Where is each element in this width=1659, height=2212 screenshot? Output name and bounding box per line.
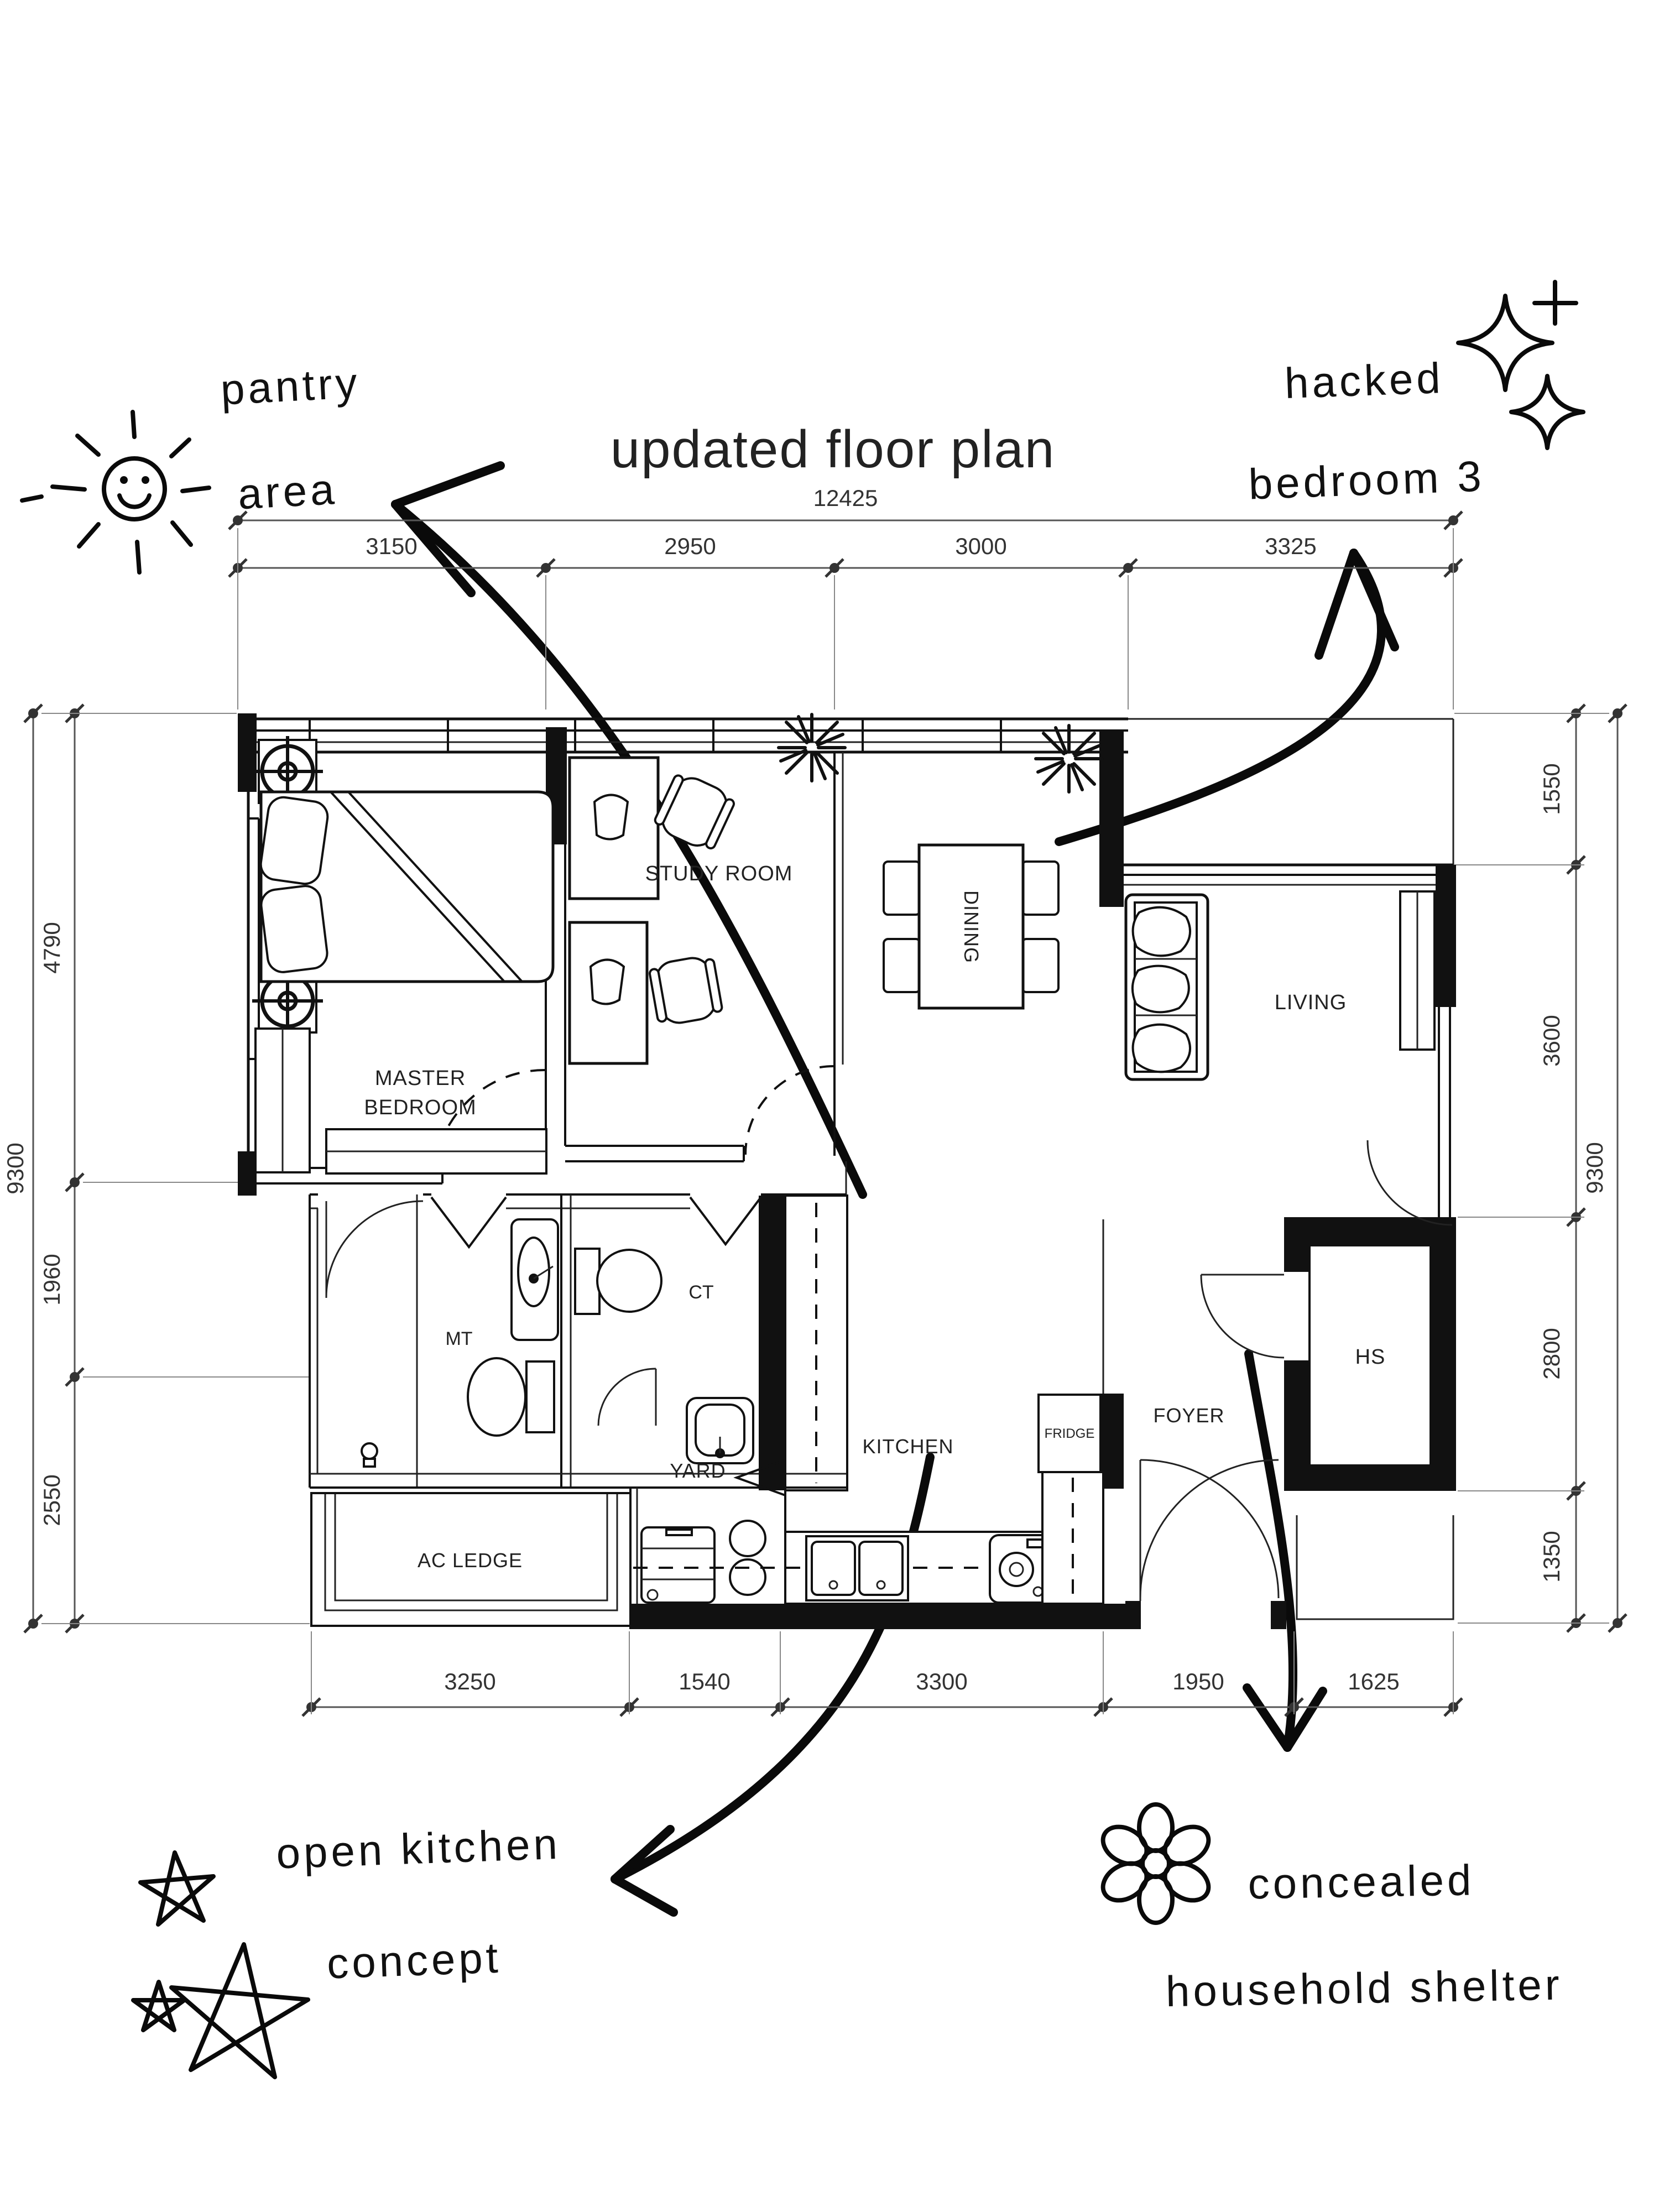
desk-chair (654, 774, 735, 849)
dim-top-2: 3000 (955, 533, 1006, 559)
dim-top-3: 3325 (1265, 533, 1316, 559)
sun-doodle-icon (20, 410, 211, 575)
toilet-icon (574, 1248, 662, 1315)
annotation-concealed-hs: concealed household shelter (1165, 1855, 1563, 2016)
dim-right-total: 9300 (1582, 1142, 1608, 1193)
low-cabinet (325, 1128, 547, 1175)
entrance-door-arc-2 (1139, 1459, 1279, 1599)
master-bedroom-door-arc (433, 1069, 545, 1181)
hob-circle-icon (729, 1558, 766, 1596)
mt-door-arc (325, 1200, 424, 1298)
hob-circle-icon (729, 1520, 766, 1557)
sofa (1124, 893, 1209, 1081)
foyer-label: FOYER (1153, 1404, 1224, 1427)
master-bedroom-label-1: MASTER (375, 1067, 466, 1090)
kitchen-sink-icon (805, 1535, 909, 1601)
dim-top-0: 3150 (366, 533, 417, 559)
doors (325, 1065, 1453, 1601)
living-label: LIVING (1275, 991, 1347, 1014)
dim-left-2: 2550 (39, 1474, 65, 1526)
dim-left-total: 9300 (2, 1142, 28, 1194)
washing-machine-icon (640, 1526, 716, 1604)
kitchen-fixtures (633, 1394, 1104, 1605)
dim-bottom-0: 3250 (444, 1668, 495, 1694)
sparkle-icons (1456, 280, 1585, 450)
dining-table (917, 843, 1025, 1010)
dim-right-0: 1550 (1538, 763, 1564, 815)
wardrobe (254, 1027, 311, 1173)
toilet-icon (467, 1357, 555, 1437)
study-furniture (568, 714, 845, 1065)
ac-ledge-label: AC LEDGE (418, 1549, 523, 1572)
lamp-icon (361, 1442, 378, 1468)
ct-label: CT (688, 1282, 713, 1303)
concealed-label-line1: concealed (1248, 1855, 1475, 1908)
arrow-to-open-kitchen (611, 1453, 935, 1917)
star-icons (131, 1850, 310, 2079)
open-kitchen-label-line1: open kitchen (275, 1819, 561, 1878)
master-bedroom-label-2: BEDROOM (364, 1096, 476, 1119)
kitchen-label: KITCHEN (862, 1435, 953, 1458)
dim-bottom-4: 1625 (1348, 1668, 1399, 1694)
ct-door-arc (597, 1368, 656, 1426)
annotation-pantry-area: pantry area (220, 358, 362, 519)
dim-right-2: 2800 (1538, 1328, 1564, 1379)
dining-label: DINING (960, 890, 983, 963)
entrance-door-arc-1 (1140, 1459, 1280, 1599)
annotation-hacked-bedroom3: hacked bedroom 3 (1248, 353, 1485, 509)
fridge-label: FRIDGE (1045, 1426, 1095, 1441)
master-bedroom-furniture (252, 736, 555, 1175)
desk-monitor-icon (593, 794, 629, 841)
ct-fixtures (574, 1248, 754, 1464)
mt-label: MT (445, 1328, 472, 1349)
dim-bottom-3: 1950 (1172, 1668, 1224, 1694)
dim-bottom-1: 1540 (679, 1668, 730, 1694)
dim-top-1: 2950 (664, 533, 716, 559)
dim-top-total: 12425 (813, 485, 878, 511)
desk-monitor-icon (589, 958, 625, 1005)
dimension-bottom: 3250 1540 3300 1950 1625 (302, 1631, 1462, 1716)
dim-bottom-2: 3300 (916, 1668, 967, 1694)
bathroom-sink-icon (510, 1218, 559, 1341)
dimension-right: 1550 3600 2800 1350 9300 (1454, 705, 1626, 1632)
study-room-label: STUDY ROOM (645, 862, 793, 885)
fridge (1037, 1394, 1104, 1605)
pantry-label-line1: pantry (220, 358, 362, 414)
dining-furniture (883, 726, 1102, 1010)
dim-left-1: 1960 (39, 1254, 65, 1305)
foyer-door-arc (1366, 1140, 1453, 1226)
yard-fixtures (640, 1520, 766, 1604)
dimension-left: 9300 4790 1960 2550 (2, 705, 310, 1632)
living-furniture (1124, 890, 1436, 1081)
open-kitchen-label-line2: concept (326, 1933, 502, 1988)
bathroom-sink-icon (686, 1397, 754, 1464)
dim-right-3: 1350 (1538, 1531, 1564, 1582)
bed (259, 790, 555, 983)
yard-label: YARD (670, 1459, 726, 1482)
page-title: updated floor plan (611, 420, 1056, 479)
dimension-top: 12425 3150 2950 3000 3325 (229, 485, 1462, 709)
concealed-label-line2: household shelter (1165, 1960, 1563, 2016)
annotation-open-kitchen: open kitchen concept (275, 1819, 561, 1988)
walls (238, 713, 1456, 1629)
mt-fixtures (361, 1218, 559, 1468)
pantry-label-line2: area (237, 465, 338, 518)
arrow-to-concealed-hs (1243, 1349, 1327, 1752)
tv-console (1399, 890, 1436, 1051)
hacked-label-line1: hacked (1284, 353, 1444, 408)
flower-icon (1100, 1802, 1211, 1925)
dim-left-0: 4790 (39, 922, 65, 973)
hs-label: HS (1355, 1345, 1386, 1369)
dim-right-1: 3600 (1538, 1015, 1564, 1066)
hacked-label-line2: bedroom 3 (1248, 452, 1485, 509)
hs-door-arc (1200, 1274, 1285, 1359)
desk-chair (649, 957, 723, 1024)
